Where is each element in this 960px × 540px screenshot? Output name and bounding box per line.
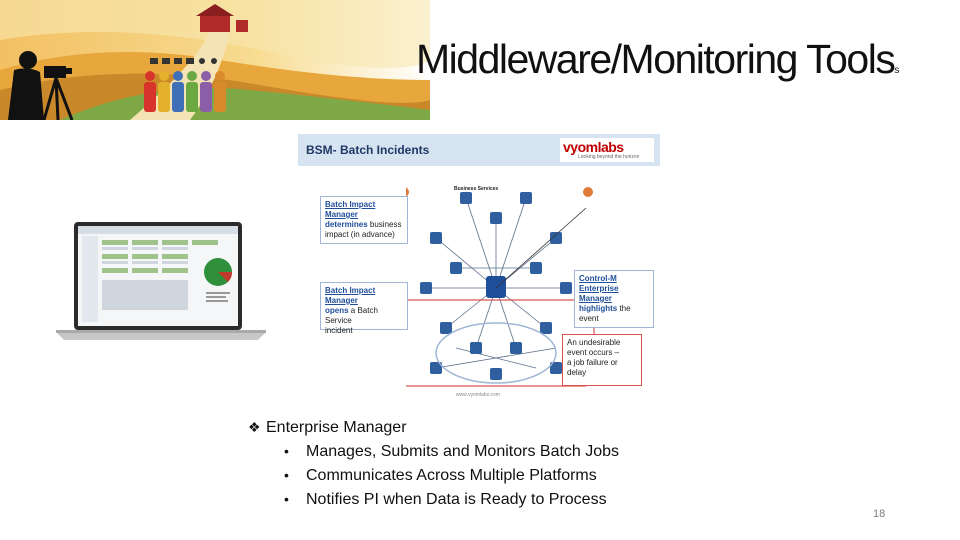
diagram-footer-url: www.vyomlabs.com: [456, 392, 500, 398]
callout-undesirable-event: An undesirable event occurs – a job fail…: [562, 334, 642, 386]
bsm-batch-incidents-diagram: BSM- Batch Incidents vyomlabs Looking be…: [298, 134, 660, 398]
diagram-header: BSM- Batch Incidents vyomlabs Looking be…: [298, 134, 660, 166]
farm-landscape-image: [0, 0, 430, 120]
laptop-screenshot-image: [56, 220, 266, 344]
network-topology-graphic: [406, 187, 631, 387]
dot-bullet-icon: •: [284, 467, 289, 483]
callout-opens-incident: Batch Impact Manager opens a Batch Servi…: [320, 282, 408, 335]
business-services-label: Business Services: [454, 186, 499, 192]
callout-control-m-highlights: Control-M Enterprise Manager highlights …: [574, 270, 654, 328]
callout-determines-impact: Batch Impact Manager determines business…: [320, 196, 408, 244]
header-banner-illustration: [0, 0, 430, 120]
vyomlabs-logo: vyomlabs Looking beyond the horizon: [560, 138, 654, 162]
bullet-item: •Notifies PI when Data is Ready to Proce…: [284, 491, 607, 508]
dot-bullet-icon: •: [284, 491, 289, 507]
bullet-main: ❖Enterprise Manager: [248, 419, 407, 436]
page-number: 18: [873, 508, 886, 520]
diamond-bullet-icon: ❖: [248, 419, 261, 435]
diagram-title: BSM- Batch Incidents: [306, 143, 430, 157]
bullet-item: •Communicates Across Multiple Platforms: [284, 467, 597, 484]
dot-bullet-icon: •: [284, 443, 289, 459]
slide-title: Middleware/Monitoring Toolss: [416, 36, 900, 82]
bullet-list: ❖Enterprise Manager •Manages, Submits an…: [248, 419, 619, 515]
bullet-item: •Manages, Submits and Monitors Batch Job…: [284, 443, 620, 460]
title-mark: s: [894, 65, 900, 76]
